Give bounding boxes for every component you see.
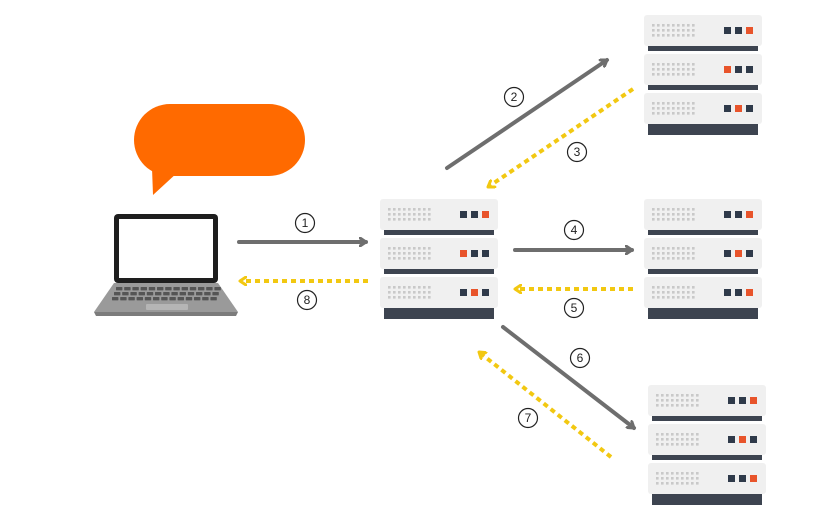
server-middle-icon <box>644 199 762 319</box>
server-unit <box>644 54 762 85</box>
request-arrow-2 <box>445 58 609 170</box>
response-arrow-3 <box>488 87 635 189</box>
request-arrow-6 <box>501 325 636 430</box>
step-label-8: 8 <box>296 289 318 311</box>
step-label-2: 2 <box>503 86 525 108</box>
svg-text:7: 7 <box>525 411 532 425</box>
response-arrow-7 <box>479 350 613 459</box>
laptop-icon <box>94 214 238 316</box>
svg-text:8: 8 <box>304 293 311 307</box>
svg-text:1: 1 <box>302 216 309 230</box>
server-unit <box>644 238 762 269</box>
server-unit <box>644 199 762 230</box>
step-label-3: 3 <box>566 141 588 163</box>
server-unit <box>644 93 762 124</box>
server-top-icon <box>644 15 762 135</box>
server-bottom-icon <box>648 385 766 505</box>
server-unit <box>648 424 766 455</box>
svg-text:2: 2 <box>511 90 518 104</box>
svg-text:3: 3 <box>574 145 581 159</box>
step-label-6: 6 <box>569 347 591 369</box>
load-balancer-server-icon <box>380 199 498 319</box>
server-unit <box>648 385 766 416</box>
server-unit <box>644 277 762 308</box>
speech-bubble-icon <box>134 104 305 195</box>
server-unit <box>380 199 498 230</box>
server-unit <box>380 238 498 269</box>
svg-text:5: 5 <box>571 301 578 315</box>
step-label-4: 4 <box>563 219 585 241</box>
step-label-7: 7 <box>517 407 539 429</box>
svg-text:6: 6 <box>577 351 584 365</box>
step-label-1: 1 <box>294 212 316 234</box>
svg-text:4: 4 <box>571 223 578 237</box>
server-unit <box>644 15 762 46</box>
server-unit <box>380 277 498 308</box>
step-label-5: 5 <box>563 297 585 319</box>
server-unit <box>648 463 766 494</box>
